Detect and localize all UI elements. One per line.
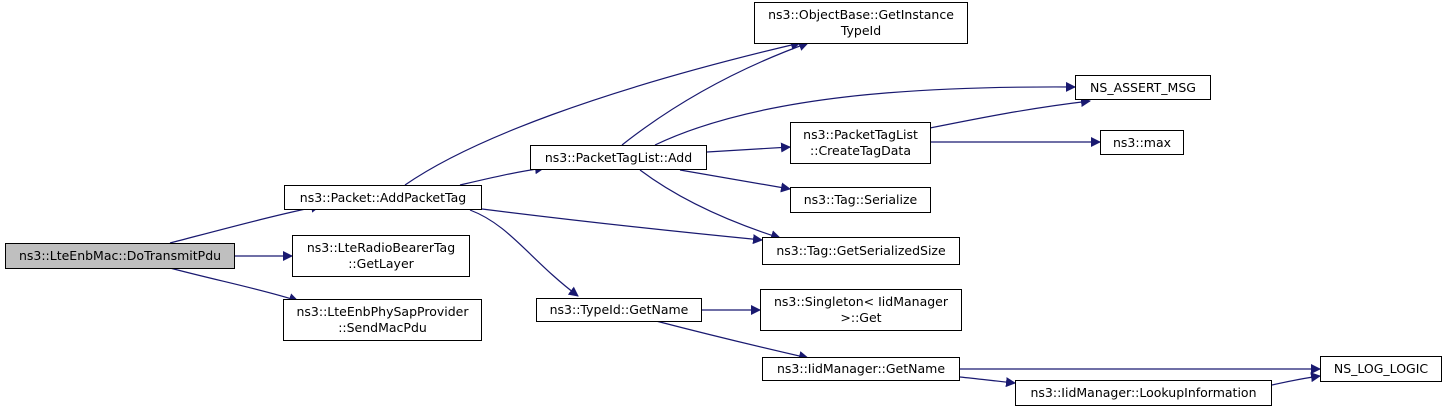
node-label-line1: ns3::LteEnbPhySapProvider bbox=[296, 304, 469, 319]
node-ns-log-logic[interactable]: NS_LOG_LOGIC bbox=[1320, 356, 1442, 382]
edge-tag-list-add-to-object-base bbox=[621, 41, 809, 146]
edge-lookup-information-to-ns-log-logic bbox=[1271, 372, 1321, 386]
edge-add-packet-tag-to-object-base bbox=[404, 40, 801, 186]
node-label: ns3::Packet::AddPacketTag bbox=[299, 189, 467, 205]
node-label: ns3::Tag::GetSerializedSize bbox=[776, 243, 946, 258]
node-label: ns3::Tag::Serialize bbox=[803, 192, 918, 207]
edge-iid-get-name-to-lookup-information bbox=[959, 376, 1016, 388]
node-label-line2: ::GetLayer bbox=[348, 256, 414, 271]
node-packet-tag-list-add[interactable]: ns3::PacketTagList::Add bbox=[530, 145, 707, 170]
node-ns-assert-msg[interactable]: NS_ASSERT_MSG bbox=[1075, 75, 1211, 100]
node-packet-tag-list-create-tag-data[interactable]: ns3::PacketTagList ::CreateTagData bbox=[790, 122, 931, 164]
node-label-line1: ns3::ObjectBase::GetInstance bbox=[768, 7, 954, 22]
node-lte-radio-bearer-tag-get-layer[interactable]: ns3::LteRadioBearerTag ::GetLayer bbox=[292, 235, 470, 277]
node-label: NS_ASSERT_MSG bbox=[1090, 79, 1196, 95]
node-tag-serialize[interactable]: ns3::Tag::Serialize bbox=[790, 187, 931, 213]
edge-tag-list-add-to-create-tag-data bbox=[706, 142, 791, 153]
node-label: ns3::TypeId::GetName bbox=[549, 302, 689, 317]
node-label-line2: ::SendMacPdu bbox=[338, 320, 427, 335]
node-packet-add-packet-tag[interactable]: ns3::Packet::AddPacketTag bbox=[284, 185, 482, 210]
edge-add-packet-tag-to-serialized-size bbox=[481, 208, 763, 245]
node-object-base-get-instance-type-id[interactable]: ns3::ObjectBase::GetInstance TypeId bbox=[754, 2, 968, 44]
node-singleton-iid-manager-get[interactable]: ns3::Singleton< IidManager >::Get bbox=[760, 289, 962, 331]
node-label-line1: ns3::PacketTagList bbox=[803, 127, 918, 142]
node-typeid-get-name[interactable]: ns3::TypeId::GetName bbox=[536, 298, 702, 322]
node-label: ns3::PacketTagList::Add bbox=[544, 149, 693, 165]
node-label: ns3::IidManager::GetName bbox=[776, 361, 946, 376]
node-label: ns3::IidManager::LookupInformation bbox=[1030, 385, 1257, 400]
node-label-line2: ::CreateTagData bbox=[810, 143, 911, 158]
edge-tag-list-add-to-ns-assert-msg bbox=[654, 81, 1076, 146]
edge-typeid-get-name-to-iid-get-name bbox=[655, 320, 809, 361]
edge-tag-list-add-to-serialized-size bbox=[639, 169, 781, 241]
node-iid-manager-lookup-information[interactable]: ns3::IidManager::LookupInformation bbox=[1015, 380, 1272, 406]
edge-add-packet-tag-to-typeid-get-name bbox=[469, 209, 579, 297]
node-tag-get-serialized-size[interactable]: ns3::Tag::GetSerializedSize bbox=[762, 237, 960, 265]
node-lte-enb-phy-sap-provider-send-mac-pdu[interactable]: ns3::LteEnbPhySapProvider ::SendMacPdu bbox=[283, 299, 482, 341]
edge-tag-list-add-to-tag-serialize bbox=[679, 169, 791, 193]
node-label-line2: >::Get bbox=[840, 310, 882, 325]
node-label: ns3::max bbox=[1112, 134, 1172, 150]
edge-create-tag-data-to-ns-assert-msg bbox=[929, 97, 1091, 129]
node-lte-enb-mac-do-transmit-pdu: ns3::LteEnbMac::DoTransmitPdu bbox=[5, 243, 235, 269]
node-ns3-max[interactable]: ns3::max bbox=[1100, 130, 1184, 155]
node-label-line1: ns3::Singleton< IidManager bbox=[773, 294, 949, 309]
edge-root-to-send-mac-pdu bbox=[169, 267, 299, 303]
node-label-line2: TypeId bbox=[840, 23, 882, 38]
node-iid-manager-get-name[interactable]: ns3::IidManager::GetName bbox=[762, 357, 960, 381]
node-label: ns3::LteEnbMac::DoTransmitPdu bbox=[18, 248, 222, 263]
node-label-line1: ns3::LteRadioBearerTag bbox=[306, 240, 456, 255]
node-label: NS_LOG_LOGIC bbox=[1333, 361, 1429, 376]
edge-add-packet-tag-to-tag-list-add bbox=[459, 164, 545, 186]
